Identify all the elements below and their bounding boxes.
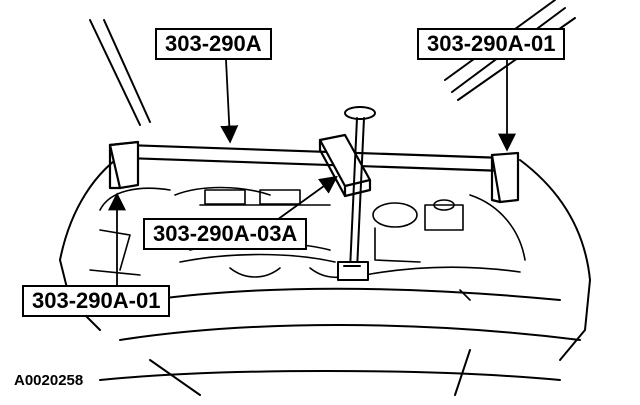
left-leg-303-290a-01 [108, 140, 140, 190]
callout-leaders [108, 59, 516, 288]
hood-outline [89, 0, 576, 126]
callout-303-290a-01-left: 303-290A-01 [22, 285, 171, 317]
figure-id: A0020258 [14, 372, 84, 389]
leader-tool-center [269, 175, 338, 226]
right-leg-303-290a-01 [490, 151, 520, 204]
leader-tool-main [220, 59, 239, 144]
support-bar-303-290a [123, 143, 507, 173]
callout-303-290a-03a: 303-290A-03A [143, 218, 308, 250]
callout-303-290a-01-right: 303-290A-01 [417, 28, 566, 60]
vehicle-body [59, 149, 591, 396]
center-bracket-303-290a-03a [318, 133, 372, 198]
callout-303-290a: 303-290A [155, 28, 272, 60]
lifting-hook [337, 106, 376, 281]
